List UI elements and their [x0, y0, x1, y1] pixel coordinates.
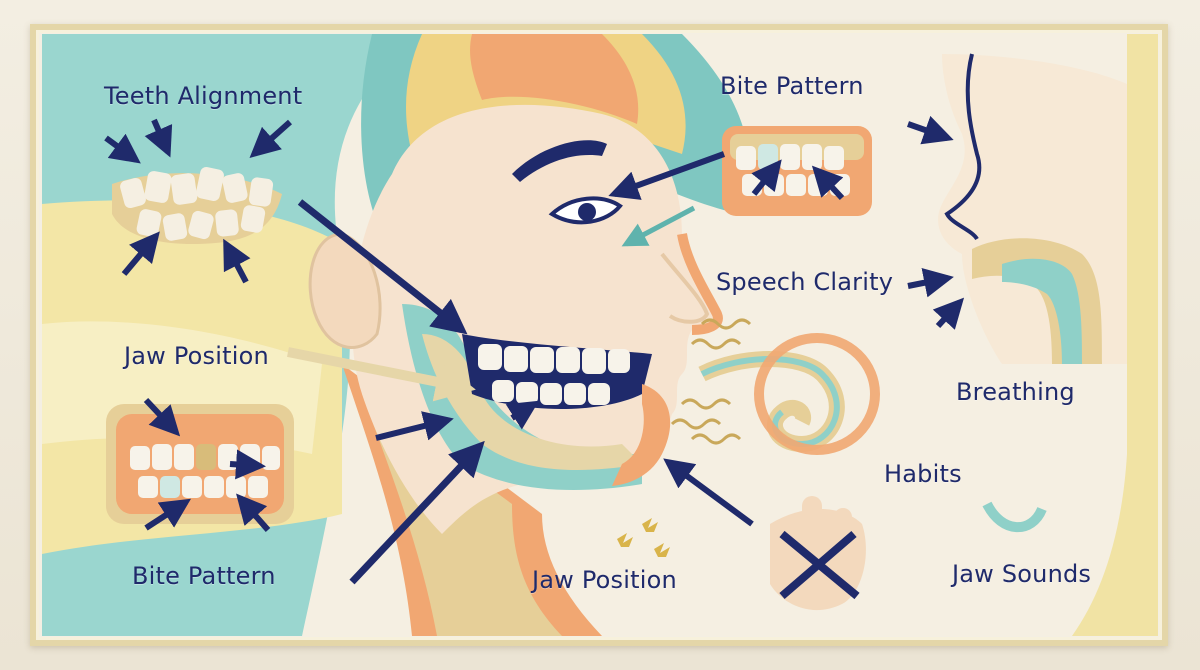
arrow — [932, 297, 965, 330]
misaligned-teeth-cluster — [112, 166, 282, 244]
label-jaw-position-left: Jaw Position — [124, 342, 269, 370]
upper-teeth — [478, 344, 630, 374]
arrow — [811, 165, 845, 201]
ear — [308, 232, 382, 349]
arrow — [907, 115, 954, 145]
bite-pattern-teeth-bottom — [106, 404, 294, 524]
arrow — [663, 458, 754, 527]
nose — [660, 252, 710, 324]
habits-x-mark — [779, 530, 860, 600]
chin-peach — [612, 384, 671, 486]
arrow — [349, 440, 485, 585]
nose-figure — [982, 418, 1047, 533]
arrow — [223, 238, 251, 284]
bite-pattern-teeth-top — [722, 126, 872, 216]
paper-cut-illustration — [42, 34, 1158, 636]
diagram-arrows — [104, 115, 965, 585]
label-bite-pattern-top: Bite Pattern — [720, 72, 864, 100]
sound-wiggles — [670, 318, 752, 445]
arrow — [236, 493, 271, 532]
arrow — [144, 498, 192, 531]
hair-peach-layer — [470, 34, 639, 124]
arrow — [907, 267, 954, 298]
arrow — [143, 397, 181, 437]
speech-swirl — [698, 333, 880, 455]
breathing-profile — [938, 53, 1127, 364]
label-speech-clarity: Speech Clarity — [716, 268, 894, 296]
label-bite-pattern-bottom: Bite Pattern — [132, 562, 276, 590]
arrow — [121, 231, 160, 276]
right-yellow-border — [1072, 34, 1158, 636]
arrow — [608, 151, 726, 200]
arrow — [375, 411, 454, 441]
arrow — [229, 449, 266, 480]
eye-pupil — [578, 203, 596, 221]
arrow — [505, 400, 540, 430]
label-jaw-sounds: Jaw Sounds — [952, 560, 1092, 588]
eyebrow — [512, 140, 607, 182]
arrow — [751, 159, 782, 196]
jaw-sound-zigzags — [617, 518, 670, 557]
jaw-band-tan — [422, 334, 642, 470]
label-jaw-position-bottom: Jaw Position — [532, 566, 677, 594]
arrow — [144, 118, 173, 158]
label-teeth-alignment: Teeth Alignment — [104, 82, 303, 110]
teal-arrow — [621, 205, 696, 247]
label-habits: Habits — [884, 460, 962, 488]
lower-teeth — [492, 380, 610, 405]
arrow — [249, 119, 292, 158]
arrow — [104, 133, 141, 164]
label-breathing: Breathing — [956, 378, 1075, 406]
arrow — [297, 199, 468, 335]
face-outline-peach — [677, 233, 723, 335]
tan-arrow — [287, 347, 476, 402]
